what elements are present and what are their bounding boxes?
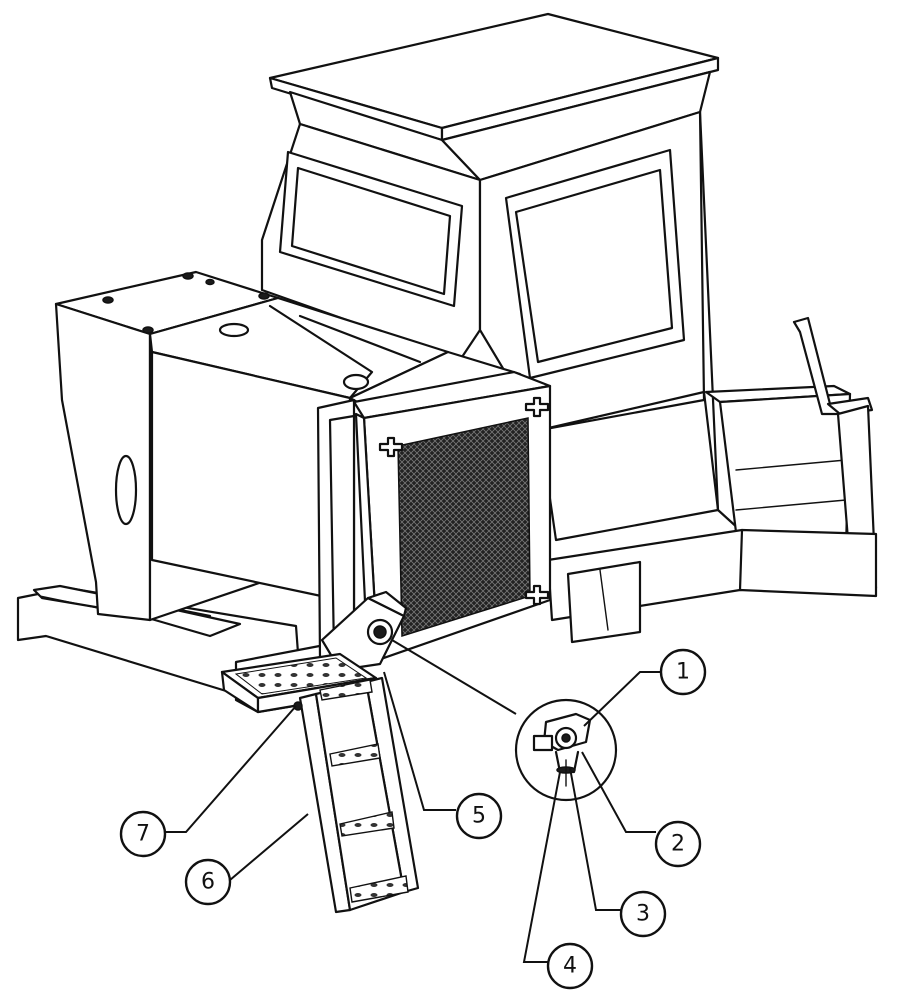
radiator: [316, 370, 552, 666]
callout-7: 7: [119, 810, 167, 858]
callout-2-label: 2: [671, 832, 685, 857]
step-ladder: [220, 652, 420, 914]
callout-6: 6: [184, 858, 232, 906]
step-mount-bracket: [320, 590, 408, 672]
detail-view: [514, 698, 618, 802]
callout-1-label: 1: [676, 660, 690, 685]
callout-1: 1: [659, 648, 707, 696]
callout-4-label: 4: [563, 954, 577, 979]
callout-7-label: 7: [136, 822, 150, 847]
callout-5: 5: [455, 792, 503, 840]
callout-3-label: 3: [636, 902, 650, 927]
callout-6-label: 6: [201, 870, 215, 895]
callout-4: 4: [546, 942, 594, 990]
radiator-bolts: [378, 396, 550, 606]
callout-5-label: 5: [472, 804, 486, 829]
callout-3: 3: [619, 890, 667, 938]
ladder-rungs: [319, 679, 409, 903]
callout-2: 2: [654, 820, 702, 868]
leader-lines: [164, 639, 660, 963]
